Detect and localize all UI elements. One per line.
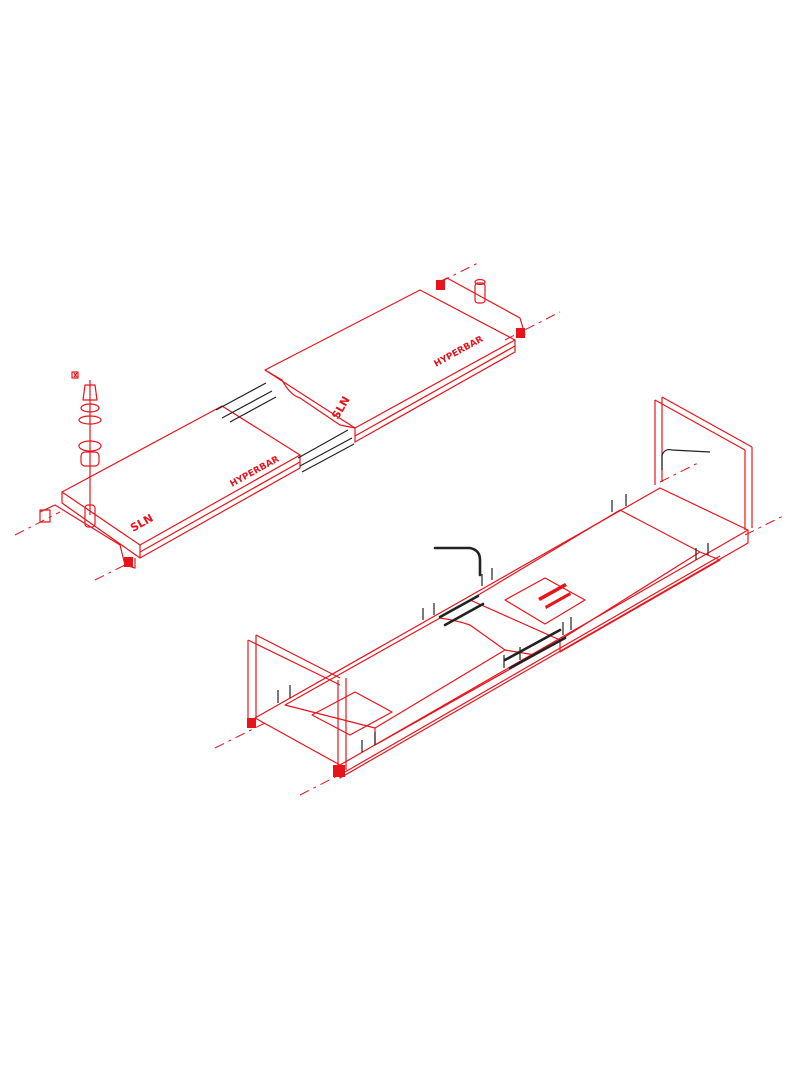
panel-label: HYPERBAR bbox=[433, 334, 486, 369]
left-upright-frame bbox=[247, 634, 347, 770]
connecting-tube bbox=[503, 628, 567, 670]
fastener-stack bbox=[71, 371, 102, 528]
hex-key bbox=[433, 546, 482, 577]
base-frame-side bbox=[339, 530, 749, 779]
left-panel: HYPERBAR SLN bbox=[61, 405, 301, 559]
centerline bbox=[299, 771, 346, 796]
left-foot bbox=[39, 509, 51, 523]
foot bbox=[333, 765, 345, 777]
right-panel: HYPERBAR SLN bbox=[264, 289, 516, 443]
left-tray bbox=[284, 617, 506, 729]
locating-pin bbox=[474, 282, 486, 304]
centerline bbox=[744, 514, 786, 536]
logo-mark: SLN bbox=[329, 394, 352, 421]
centerline bbox=[214, 722, 266, 749]
right-tray bbox=[469, 509, 701, 641]
hex-key bbox=[661, 448, 711, 470]
tray-label-plate bbox=[311, 691, 393, 736]
right-foot bbox=[436, 280, 445, 290]
top-assembly: HYPERBAR SLN HYPERBAR SLN bbox=[14, 261, 561, 581]
left-end-frame bbox=[39, 504, 136, 569]
centerline bbox=[94, 559, 136, 581]
right-foot bbox=[516, 328, 525, 338]
centerline bbox=[14, 511, 61, 536]
centerline bbox=[659, 461, 701, 483]
centerline bbox=[504, 311, 561, 341]
foot bbox=[247, 718, 256, 728]
connecting-tubes bbox=[215, 382, 355, 473]
panel-label: HYPERBAR bbox=[229, 454, 282, 489]
right-upright-frame bbox=[654, 396, 753, 530]
tray-label-plate bbox=[504, 577, 586, 625]
screws bbox=[277, 494, 709, 752]
logo-mark: SLN bbox=[128, 512, 155, 535]
left-foot bbox=[124, 557, 133, 567]
bottom-assembly bbox=[214, 396, 786, 796]
connecting-tube bbox=[438, 594, 485, 627]
